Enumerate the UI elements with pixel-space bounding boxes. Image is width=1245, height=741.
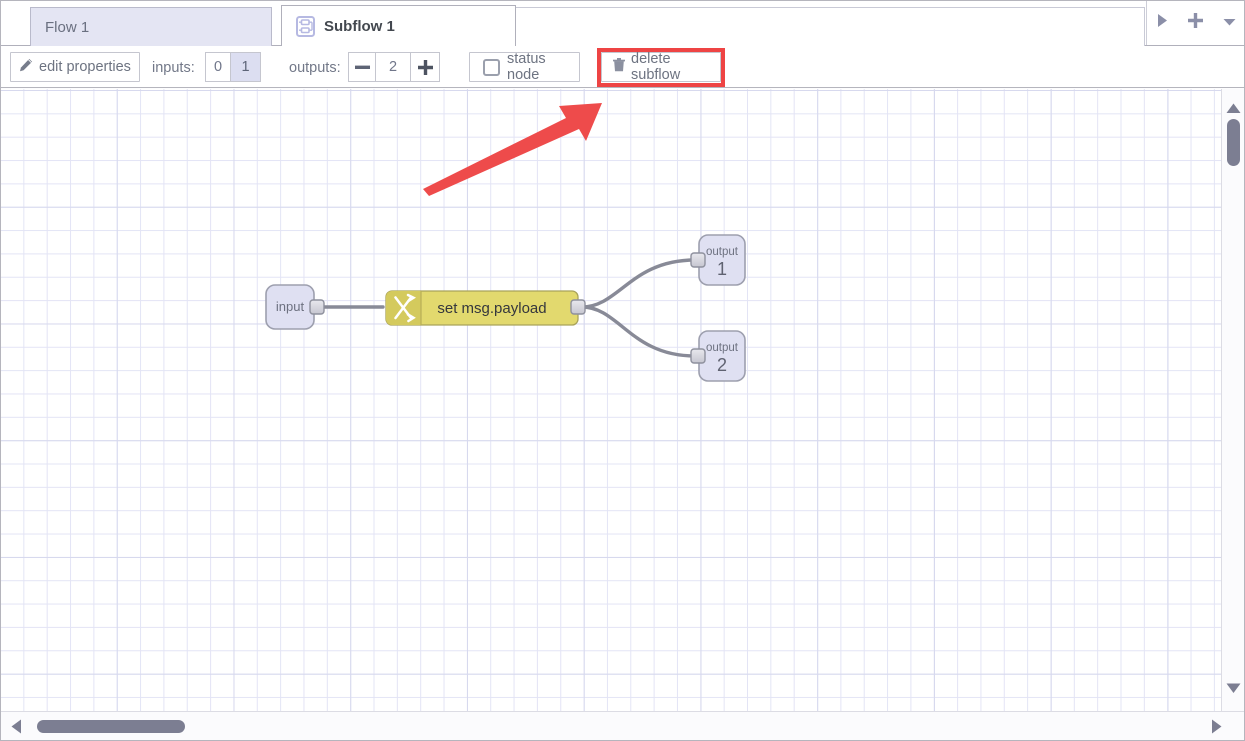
- inputs-label: inputs:: [152, 60, 195, 76]
- tab-bar-filler: [515, 7, 1145, 46]
- wire-group: [321, 258, 697, 358]
- annotation-arrow: [423, 103, 602, 196]
- node-subflow-output-2[interactable]: output 2: [690, 330, 746, 382]
- edit-properties-label: edit properties: [39, 59, 131, 75]
- triangle-up-icon[interactable]: [1226, 101, 1241, 119]
- vertical-scrollbar[interactable]: [1221, 89, 1244, 711]
- inputs-option-0[interactable]: 0: [205, 52, 231, 82]
- horizontal-scrollbar[interactable]: [1, 711, 1244, 740]
- status-node-label: status node: [507, 51, 546, 83]
- node-output-1-number: 1: [717, 259, 727, 279]
- canvas-nodes: input set msg.payload ou: [265, 103, 746, 382]
- delete-subflow-label: delete subflow: [631, 51, 681, 83]
- trash-icon: [613, 58, 625, 76]
- triangle-left-icon[interactable]: [11, 719, 22, 739]
- subflow-icon: [296, 15, 315, 37]
- triangle-down-icon[interactable]: [1226, 681, 1241, 699]
- tab-flow-1-label: Flow 1: [45, 18, 90, 36]
- play-triangle-icon[interactable]: [1156, 13, 1169, 33]
- node-input-label: input: [276, 299, 305, 314]
- plus-icon[interactable]: [1187, 12, 1204, 34]
- subflow-toolbar: edit properties inputs: 0 1 outputs: 2 s…: [1, 46, 1244, 88]
- status-node-checkbox[interactable]: [483, 58, 500, 76]
- vertical-scrollbar-thumb[interactable]: [1227, 119, 1240, 166]
- node-subflow-output-1[interactable]: output 1: [690, 234, 746, 286]
- tab-subflow-1[interactable]: Subflow 1: [281, 5, 516, 47]
- flow-canvas[interactable]: input set msg.payload ou: [1, 89, 1223, 711]
- node-output-2-number: 2: [717, 355, 727, 375]
- tab-bar: Flow 1 Subflow 1: [1, 1, 1244, 47]
- outputs-count-value: 2: [376, 52, 410, 82]
- node-change[interactable]: set msg.payload: [385, 290, 586, 326]
- shuffle-icon: [394, 293, 417, 323]
- outputs-decrement-button[interactable]: [348, 52, 376, 82]
- tab-flow-1[interactable]: Flow 1: [30, 7, 272, 46]
- outputs-increment-button[interactable]: [410, 52, 440, 82]
- triangle-right-icon[interactable]: [1211, 719, 1222, 739]
- wire-change-to-output-2: [580, 305, 697, 358]
- wire-change-to-output-1: [580, 258, 697, 309]
- canvas-grid-major: [1, 89, 1223, 711]
- node-output-1-label: output: [706, 246, 739, 258]
- inputs-option-1[interactable]: 1: [231, 52, 261, 82]
- horizontal-scrollbar-thumb[interactable]: [37, 720, 185, 733]
- node-output-2-label: output: [706, 342, 739, 354]
- node-subflow-input[interactable]: input: [265, 284, 325, 330]
- outputs-label: outputs:: [289, 60, 341, 76]
- node-change-label: set msg.payload: [437, 300, 546, 317]
- chevron-down-icon[interactable]: [1222, 14, 1237, 32]
- tab-subflow-1-label: Subflow 1: [324, 17, 395, 35]
- tab-bar-tools: [1146, 1, 1244, 45]
- delete-subflow-button[interactable]: delete subflow: [601, 51, 721, 83]
- edit-properties-button[interactable]: edit properties: [10, 52, 140, 82]
- pencil-icon: [19, 58, 33, 76]
- status-node-toggle[interactable]: status node: [469, 51, 580, 83]
